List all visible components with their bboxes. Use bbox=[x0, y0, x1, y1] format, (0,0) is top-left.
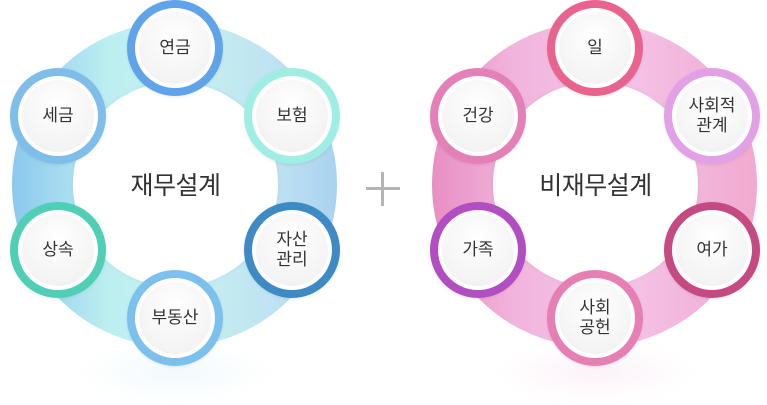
node-label: 일 bbox=[587, 38, 603, 58]
node-family: 가족 bbox=[430, 202, 526, 298]
node-label: 자산 관리 bbox=[276, 230, 308, 270]
node-label: 사회 공헌 bbox=[579, 298, 611, 338]
node-social-relations: 사회적 관계 bbox=[664, 68, 760, 164]
financial-planning-core bbox=[73, 82, 278, 287]
node-label: 여가 bbox=[696, 240, 728, 260]
node-label: 연금 bbox=[159, 38, 191, 58]
node-label: 세금 bbox=[42, 106, 74, 126]
node-label: 건강 bbox=[462, 106, 494, 126]
node-work: 일 bbox=[547, 0, 643, 96]
node-health: 건강 bbox=[430, 68, 526, 164]
node-asset-management: 자산 관리 bbox=[244, 202, 340, 298]
node-social-contribution: 사회 공헌 bbox=[547, 270, 643, 366]
node-tax: 세금 bbox=[10, 68, 106, 164]
node-label: 상속 bbox=[42, 240, 74, 260]
node-label: 가족 bbox=[462, 240, 494, 260]
node-label: 부동산 bbox=[151, 308, 199, 328]
node-inheritance: 상속 bbox=[10, 202, 106, 298]
node-pension: 연금 bbox=[127, 0, 223, 96]
node-leisure: 여가 bbox=[664, 202, 760, 298]
non-financial-planning-title: 비재무설계 bbox=[539, 171, 652, 200]
node-real-estate: 부동산 bbox=[127, 270, 223, 366]
node-insurance: 보험 bbox=[244, 68, 340, 164]
non-financial-planning-core bbox=[493, 82, 698, 287]
plus-icon bbox=[366, 172, 400, 206]
financial-planning-title: 재무설계 bbox=[130, 171, 221, 200]
node-label: 보험 bbox=[276, 106, 308, 126]
node-label: 사회적 관계 bbox=[688, 96, 736, 136]
